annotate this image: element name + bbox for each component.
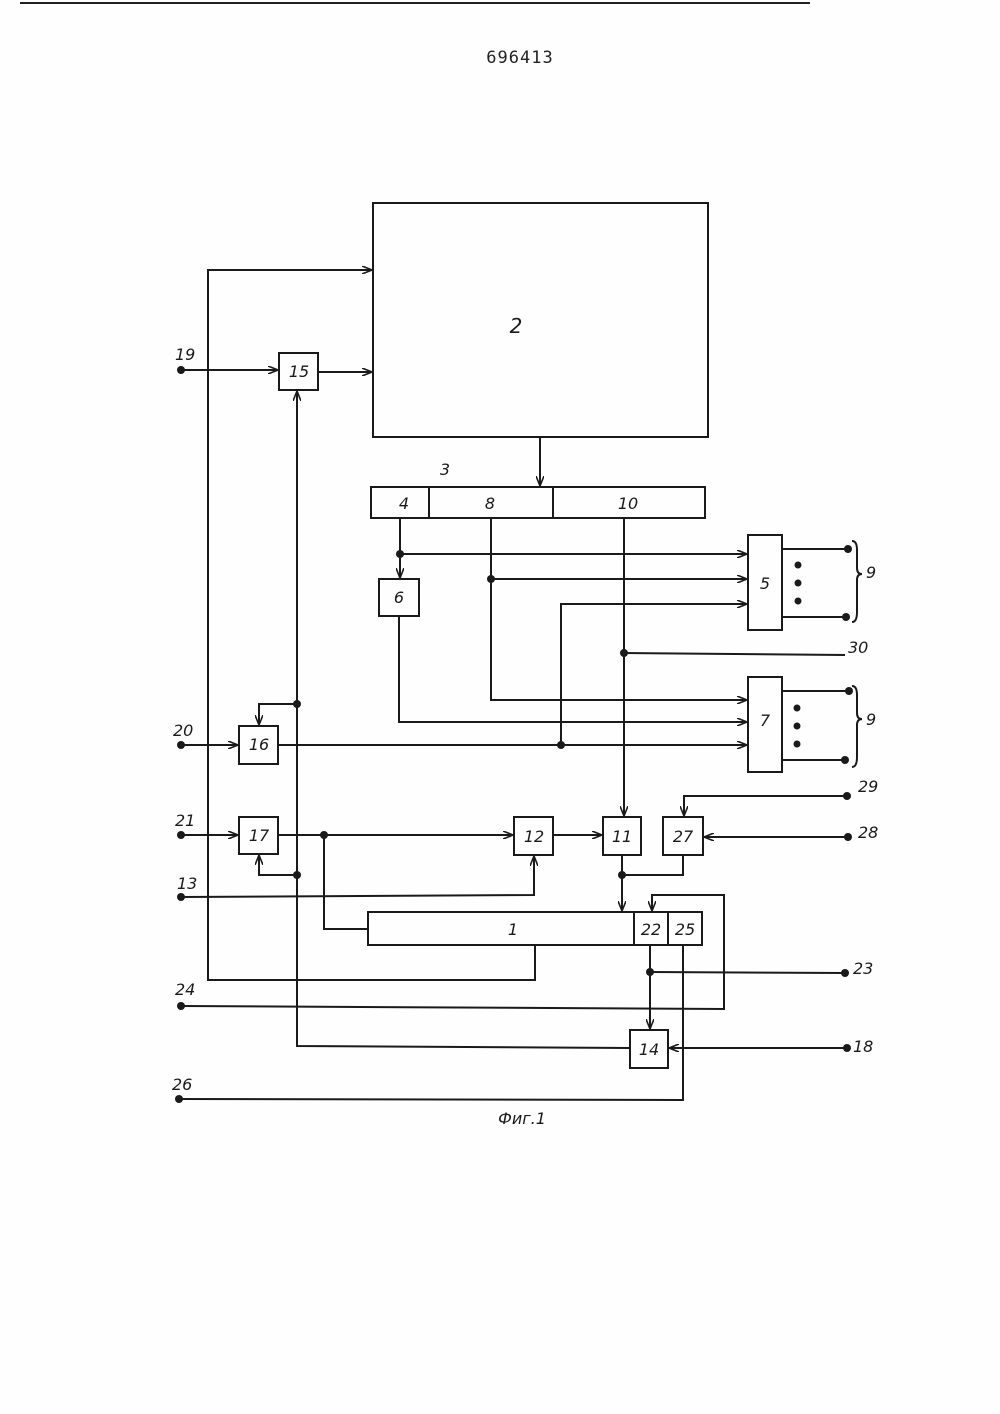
ellipsis-dot — [795, 598, 802, 605]
terminal-9-label-upper: 9 — [866, 563, 876, 582]
junction-dot — [618, 871, 626, 879]
wire-13-to-12 — [181, 857, 534, 897]
block-25-label: 25 — [675, 920, 695, 939]
block-10-label: 10 — [618, 494, 638, 513]
wire-25-to-26 — [179, 945, 683, 1100]
terminal-23-label: 23 — [853, 959, 873, 978]
terminal-23 — [841, 969, 849, 977]
block-1-label: 1 — [508, 920, 518, 939]
block-11-label: 11 — [612, 827, 632, 846]
terminal-9-out — [841, 756, 849, 764]
block-14-label: 14 — [639, 1040, 659, 1059]
wire-bus-to-16 — [259, 704, 297, 724]
terminal-20 — [177, 741, 185, 749]
block-22-label: 22 — [641, 920, 661, 939]
wire-29-to-27 — [684, 796, 847, 815]
terminal-9-out — [842, 613, 850, 621]
wire-1-to-2 — [208, 270, 535, 980]
block-12-label: 12 — [524, 827, 544, 846]
block-7-label: 7 — [760, 711, 771, 730]
block-4-label: 4 — [399, 494, 409, 513]
terminal-30-label: 30 — [848, 638, 868, 657]
block-3-label: 3 — [440, 460, 450, 479]
junction-dot — [620, 649, 628, 657]
terminal-29 — [843, 792, 851, 800]
terminal-13 — [177, 893, 185, 901]
block-6-label: 6 — [394, 588, 404, 607]
junction-dot — [646, 968, 654, 976]
ellipsis-dot — [795, 580, 802, 587]
terminal-24 — [177, 1002, 185, 1010]
ellipsis-dot — [794, 705, 801, 712]
terminal-13-label: 13 — [177, 874, 197, 893]
terminal-26-label: 26 — [172, 1075, 192, 1094]
terminal-18-label: 18 — [853, 1037, 873, 1056]
terminal-9-out — [845, 687, 853, 695]
brace-9-lower — [852, 686, 862, 767]
terminal-20-label: 20 — [173, 721, 193, 740]
terminal-28 — [844, 833, 852, 841]
wire-6-to-7 — [399, 616, 746, 722]
wire-to-30 — [624, 653, 845, 655]
terminal-21 — [177, 831, 185, 839]
block-16-label: 16 — [249, 735, 269, 754]
block-2-memory — [373, 203, 708, 437]
block-27-label: 27 — [673, 827, 694, 846]
junction-dot — [487, 575, 495, 583]
terminal-24-label: 24 — [175, 980, 195, 999]
wire-16-to-5 — [561, 604, 746, 745]
wire-to-23 — [650, 972, 845, 973]
junction-dot — [320, 831, 328, 839]
terminal-29-label: 29 — [858, 777, 878, 796]
wire-bus-to-17 — [259, 856, 297, 875]
junction-dot — [557, 741, 565, 749]
block-17-label: 17 — [249, 826, 270, 845]
junction-dot — [396, 550, 404, 558]
block-3-register — [371, 487, 705, 518]
wire-14-to-15 — [297, 392, 630, 1048]
terminal-21-label: 21 — [175, 811, 195, 830]
block-5-label: 5 — [760, 574, 770, 593]
block-15-label: 15 — [289, 362, 309, 381]
ellipsis-dot — [794, 741, 801, 748]
terminal-19 — [177, 366, 185, 374]
junction-dot — [293, 871, 301, 879]
wire-8-to-7 — [491, 518, 746, 700]
figure-caption: Фиг.1 — [498, 1109, 546, 1128]
terminal-18 — [843, 1044, 851, 1052]
junction-dot — [293, 700, 301, 708]
wire-27-to-junction — [622, 855, 683, 875]
brace-9-upper — [852, 541, 862, 622]
terminal-9-label-lower: 9 — [866, 710, 876, 729]
ellipsis-dot — [794, 723, 801, 730]
terminal-26 — [175, 1095, 183, 1103]
terminal-19-label: 19 — [175, 345, 195, 364]
wire-17-to-1 — [324, 835, 368, 929]
terminal-28-label: 28 — [858, 823, 878, 842]
ellipsis-dot — [795, 562, 802, 569]
block-2-label: 2 — [510, 314, 523, 338]
terminal-9-out — [844, 545, 852, 553]
block-8-label: 8 — [485, 494, 495, 513]
